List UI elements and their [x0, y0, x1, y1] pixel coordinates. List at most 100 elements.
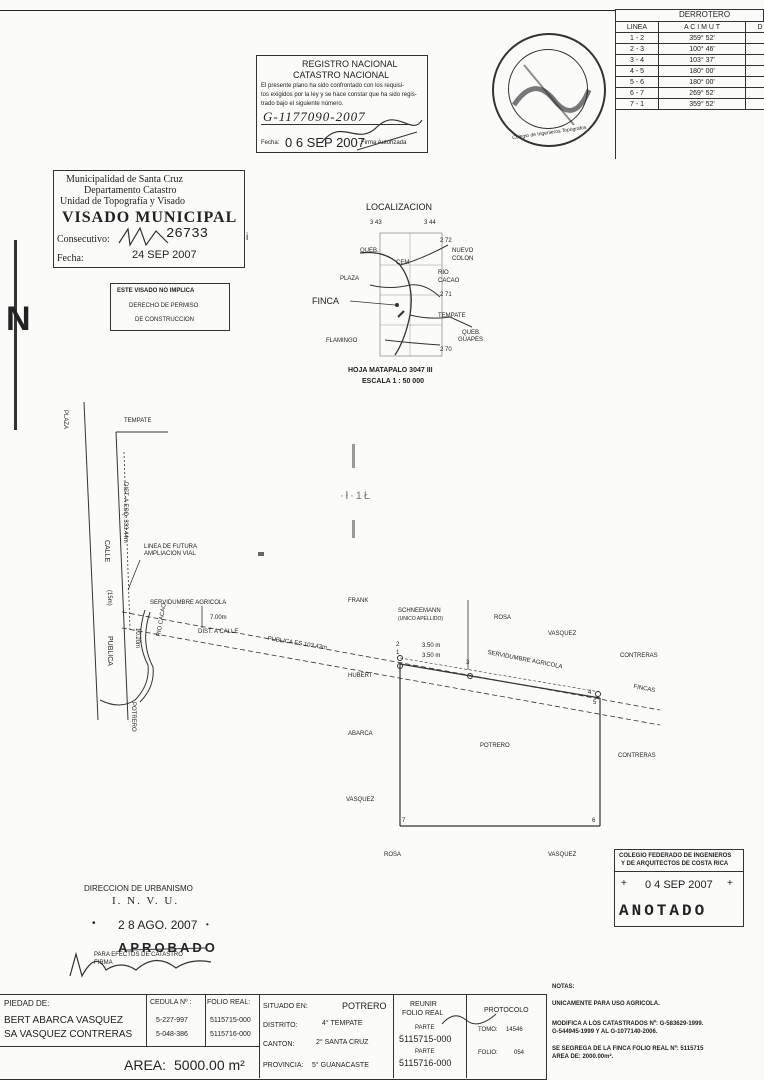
- plan-potrero-center: POTRERO: [480, 743, 510, 749]
- vertex-5: 5: [593, 700, 597, 706]
- plan-potrero-road: POTRERO: [130, 702, 136, 732]
- invu-line1: DIRECCION DE URBANISMO: [84, 884, 193, 893]
- plan-unico: (UNICO APELLIDO): [398, 616, 444, 622]
- cell-acimut: 359° 52': [658, 98, 746, 110]
- vertex-7: 7: [402, 818, 406, 824]
- registro-fecha-label: Fecha:: [261, 140, 280, 146]
- colegio-plus-right: +: [727, 878, 733, 889]
- footer-canton-label: CANTON:: [263, 1041, 295, 1048]
- vertex-3: 3: [466, 660, 470, 666]
- cell-d: [745, 54, 764, 66]
- registro-title2: CATASTRO NACIONAL: [293, 70, 390, 80]
- cell-d: [745, 65, 764, 77]
- cell-linea: 5 - 6: [615, 76, 659, 88]
- footer-parte2-label: PARTE: [415, 1049, 435, 1055]
- plan-d350b: 3.50 m: [422, 653, 441, 659]
- header-linea: LINEA: [615, 21, 659, 33]
- visado-fecha-label: Fecha:: [57, 253, 84, 264]
- cell-d: [745, 87, 764, 99]
- plan-tempate: TEMPATE: [124, 418, 152, 424]
- footer-divider-v5: [205, 994, 206, 1046]
- loc-tick-2-72: 2 72: [440, 238, 452, 244]
- loc-rio-cacao-1: RIO: [438, 270, 449, 276]
- visado-municipal-stamp: Municipalidad de Santa Cruz Departamento…: [53, 170, 245, 268]
- plan-vasquez-left: VASQUEZ: [346, 797, 375, 803]
- footer-cedula-label: CEDULA Nº :: [150, 999, 192, 1006]
- plan-vasquez-bottom: VASQUEZ: [548, 852, 577, 858]
- derrotero-left-line: [615, 9, 616, 159]
- footer-tomo-label: TOMO:: [478, 1027, 498, 1033]
- invu-line2: I. N. V. U.: [112, 895, 180, 907]
- colegio-plus-left: +: [621, 878, 627, 889]
- loc-rio-cacao-2: CACAO: [438, 278, 460, 284]
- cell-acimut: 180° 00': [658, 65, 746, 77]
- loc-plaza: PLAZA: [340, 276, 360, 282]
- loc-tick-2-70: 2 70: [440, 347, 452, 353]
- footer-divider-h1: [0, 1046, 259, 1047]
- visado-note-line3: DE CONSTRUCCION: [135, 317, 195, 323]
- registro-number: G-1177090-2007: [263, 109, 366, 124]
- cell-linea: 4 - 5: [615, 65, 659, 77]
- loc-queb-guapes-2: GUAPES: [458, 337, 484, 343]
- registro-number-underline: [261, 124, 411, 125]
- invu-fecha: 2 8 AGO. 2007: [118, 918, 198, 932]
- cell-d: [745, 76, 764, 88]
- footer-protocolo: PROTOCOLO: [484, 1007, 529, 1014]
- registro-fecha: 0 6 SEP 2007: [285, 135, 365, 150]
- invu-aprobado: APROBADO: [118, 940, 218, 955]
- plan-calle: CALLE: [103, 540, 110, 563]
- footer-divider-v2: [393, 994, 394, 1078]
- cell-d: [745, 98, 764, 110]
- invu-bullet-left: •: [92, 918, 96, 929]
- faint-mark: [258, 552, 264, 556]
- footer-protocolo-scribble: [441, 1013, 497, 1025]
- invu-signature-scribble: [69, 947, 212, 978]
- cell-linea: 6 - 7: [615, 87, 659, 99]
- plan-rosa-bottom: ROSA: [384, 852, 402, 858]
- visado-note-line1: ESTE VISADO NO IMPLICA: [117, 288, 195, 294]
- visado-line1: Municipalidad de Santa Cruz: [66, 174, 183, 185]
- round-seal-shading: [511, 64, 592, 126]
- visado-consecutivo: 26733: [166, 226, 209, 242]
- footer-folio-1: 5115715-000: [210, 1017, 251, 1024]
- footer-owner-1: BERT ABARCA VASQUEZ: [4, 1015, 123, 1026]
- plan-linea-futura-2: AMPLIACION VIAL: [144, 551, 196, 557]
- visado-side-mark: i: [246, 232, 249, 243]
- footer-nota-2a: MODIFICA A LOS CATASTRADOS Nº: G-583629-…: [552, 1021, 704, 1027]
- visado-line2: Departamento Catastro: [84, 185, 177, 196]
- footer-canton-value: 2° SANTA CRUZ: [316, 1039, 369, 1046]
- footer-notas-label: NOTAS:: [552, 984, 575, 990]
- loc-tick-3-43: 3 43: [370, 220, 382, 226]
- cell-linea: 7 - 1: [615, 98, 659, 110]
- footer-nota-3b: AREA DE: 2000.00m².: [552, 1054, 614, 1060]
- footer-cedula-1: 5-227-997: [156, 1017, 188, 1024]
- plan-linea-futura-1: LINEA DE FUTURA: [144, 544, 198, 550]
- loc-nuevo-colon-2: COLON: [452, 256, 474, 262]
- survey-plan: [83, 401, 661, 827]
- registro-text3: trado bajo el siguiente número.: [261, 101, 344, 107]
- loc-queb-cem: QUEB.: [360, 248, 379, 254]
- footer-nota-1: UNICAMENTE PARA USO AGRICOLA.: [552, 1001, 660, 1007]
- registro-text1: El presente plano ha sido confrontado co…: [261, 83, 405, 89]
- invu-bullet-right: •: [206, 920, 209, 929]
- cell-acimut: 269° 52': [658, 87, 746, 99]
- vertex-2: 2: [396, 642, 400, 648]
- loc-tick-2-71: 2 71: [440, 292, 452, 298]
- loc-hoja: HOJA MATAPALO 3047 III: [348, 367, 433, 374]
- footer-folio-p-label: FOLIO:: [478, 1050, 498, 1056]
- plan-abarca: ABARCA: [348, 731, 373, 737]
- footer-reunir-1: REUNIR: [410, 1001, 437, 1008]
- invu-firma: FIRMA: [94, 960, 113, 966]
- cell-acimut: 103° 37': [658, 54, 746, 66]
- footer-area-value: 5000.00 m²: [174, 1057, 245, 1073]
- footer-distrito-value: 4° TEMPATE: [322, 1020, 363, 1027]
- plan-plaza: PLAZA: [62, 410, 68, 430]
- derrotero-title: DERROTERO: [615, 9, 764, 21]
